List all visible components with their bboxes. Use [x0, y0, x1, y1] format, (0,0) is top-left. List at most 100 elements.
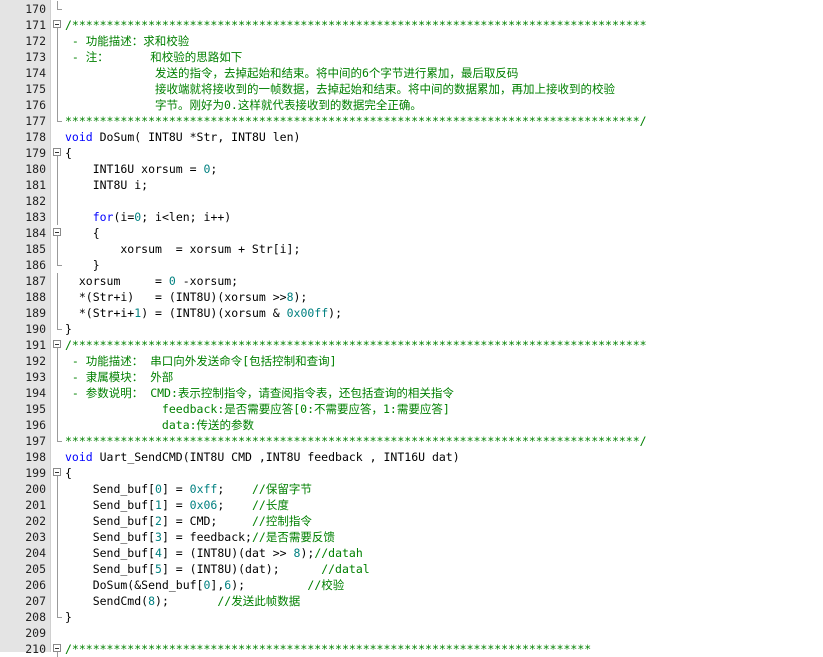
fold-guide-line	[52, 305, 63, 321]
code-token	[65, 210, 93, 224]
code-token: (i=	[113, 210, 135, 224]
code-comment: ****************************************…	[65, 434, 647, 448]
code-line[interactable]: 175 接收端就将接收到的一帧数据，去掉起始和结束。将中间的数据累加，再加上接收…	[0, 81, 823, 97]
fold-collapse-icon[interactable]	[52, 145, 63, 161]
fold-collapse-icon[interactable]	[52, 465, 63, 481]
code-text: feedback:是否需要应答[0:不需要应答，1:需要应答]	[65, 401, 450, 417]
fold-gutter-empty	[52, 625, 63, 641]
code-number: 0xff	[189, 482, 218, 496]
code-line[interactable]: 187 xorsum = 0 -xorsum;	[0, 273, 823, 289]
code-number: 8	[286, 290, 294, 304]
line-number: 182	[25, 194, 46, 208]
line-number: 201	[25, 498, 46, 512]
fold-collapse-icon[interactable]	[52, 641, 63, 657]
line-number: 206	[25, 578, 46, 592]
code-token: INT16U xorsum =	[65, 162, 204, 176]
code-line[interactable]: 173 - 注： 和校验的思路如下	[0, 49, 823, 65]
code-line[interactable]: 207 SendCmd(8); //发送此帧数据	[0, 593, 823, 609]
code-line[interactable]: 200 Send_buf[0] = 0xff; //保留字节	[0, 481, 823, 497]
code-line[interactable]: 182	[0, 193, 823, 209]
code-line[interactable]: 192 - 功能描述： 串口向外发送命令[包括控制和查询]	[0, 353, 823, 369]
fold-gutter-empty	[52, 129, 63, 145]
code-token: Send_buf[	[65, 546, 156, 560]
code-line[interactable]: 180 INT16U xorsum = 0;	[0, 161, 823, 177]
code-line[interactable]: 174 发送的指令，去掉起始和结束。将中间的6个字节进行累加，最后取反码	[0, 65, 823, 81]
code-line[interactable]: 185 xorsum = xorsum + Str[i];	[0, 241, 823, 257]
line-number: 183	[25, 210, 46, 224]
code-line[interactable]: 210/************************************…	[0, 641, 823, 657]
code-line[interactable]: 199{	[0, 465, 823, 481]
code-token: DoSum(&Send_buf[	[65, 578, 204, 592]
code-token: ] = feedback;	[161, 530, 252, 544]
code-comment: - 参数说明： CMD:表示控制指令，请查阅指令表，还包括查询的相关指令	[65, 386, 454, 400]
code-text: data:传送的参数	[65, 417, 254, 433]
fold-guide-line	[52, 161, 63, 177]
code-line[interactable]: 208}	[0, 609, 823, 625]
code-line[interactable]: 183 for(i=0; i<len; i++)	[0, 209, 823, 225]
code-line[interactable]: 193 - 隶属模块： 外部	[0, 369, 823, 385]
code-line[interactable]: 197*************************************…	[0, 433, 823, 449]
code-text: Send_buf[5] = (INT8U)(dat); //datal	[65, 561, 370, 577]
code-text: {	[65, 145, 72, 161]
code-token: Send_buf[	[65, 498, 156, 512]
code-text: Send_buf[0] = 0xff; //保留字节	[65, 481, 312, 497]
code-line[interactable]: 172 - 功能描述：求和校验	[0, 33, 823, 49]
line-number: 173	[25, 50, 46, 64]
code-line[interactable]: 209	[0, 625, 823, 641]
fold-guide-line	[52, 49, 63, 65]
line-number: 176	[25, 98, 46, 112]
code-line[interactable]: 184 {	[0, 225, 823, 241]
code-text: xorsum = xorsum + Str[i];	[65, 241, 300, 257]
code-line[interactable]: 191/************************************…	[0, 337, 823, 353]
code-text: ****************************************…	[65, 113, 647, 129]
code-number: 5	[155, 562, 162, 576]
fold-guide-line	[52, 561, 63, 577]
fold-collapse-icon[interactable]	[52, 17, 63, 33]
code-line[interactable]: 195 feedback:是否需要应答[0:不需要应答，1:需要应答]	[0, 401, 823, 417]
code-line[interactable]: 206 DoSum(&Send_buf[0],6); //校验	[0, 577, 823, 593]
code-token: ],	[210, 578, 225, 592]
fold-collapse-icon[interactable]	[52, 225, 63, 241]
code-token: -xorsum;	[175, 274, 239, 288]
code-line[interactable]: 188 *(Str+i) = (INT8U)(xorsum >>8);	[0, 289, 823, 305]
code-line[interactable]: 190}	[0, 321, 823, 337]
line-number: 193	[25, 370, 46, 384]
code-line[interactable]: 186 }	[0, 257, 823, 273]
code-line[interactable]: 189 *(Str+i+1) = (INT8U)(xorsum & 0x00ff…	[0, 305, 823, 321]
code-token: INT8U i;	[65, 178, 149, 192]
fold-guide-line	[52, 529, 63, 545]
code-line[interactable]: 194 - 参数说明： CMD:表示控制指令，请查阅指令表，还包括查询的相关指令	[0, 385, 823, 401]
code-line[interactable]: 181 INT8U i;	[0, 177, 823, 193]
code-text: *(Str+i+1) = (INT8U)(xorsum & 0x00ff);	[65, 305, 342, 321]
code-token: ] =	[161, 482, 190, 496]
code-text: 接收端就将接收到的一帧数据，去掉起始和结束。将中间的数据累加，再加上接收到的校验	[65, 81, 615, 97]
code-line[interactable]: 203 Send_buf[3] = feedback;//是否需要反馈	[0, 529, 823, 545]
code-line[interactable]: 201 Send_buf[1] = 0x06; //长度	[0, 497, 823, 513]
code-line[interactable]: 196 data:传送的参数	[0, 417, 823, 433]
fold-guide-line	[52, 241, 63, 257]
fold-end-marker	[52, 113, 63, 129]
code-token: {	[65, 146, 72, 160]
line-number: 200	[25, 482, 46, 496]
code-line[interactable]: 176 字节。刚好为0.这样就代表接收到的数据完全正确。	[0, 97, 823, 113]
code-line[interactable]: 177*************************************…	[0, 113, 823, 129]
code-comment: //发送此帧数据	[217, 594, 301, 608]
code-line[interactable]: 202 Send_buf[2] = CMD; //控制指令	[0, 513, 823, 529]
code-number: 0x06	[189, 498, 218, 512]
code-line[interactable]: 170	[0, 1, 823, 17]
line-number: 189	[25, 306, 46, 320]
line-number: 190	[25, 322, 46, 336]
code-text: }	[65, 321, 72, 337]
code-token: Uart_SendCMD(INT8U CMD ,INT8U feedback ,…	[92, 450, 460, 464]
line-number: 195	[25, 402, 46, 416]
code-line[interactable]: 204 Send_buf[4] = (INT8U)(dat >> 8);//da…	[0, 545, 823, 561]
code-text: /***************************************…	[65, 337, 647, 353]
code-line[interactable]: 205 Send_buf[5] = (INT8U)(dat); //datal	[0, 561, 823, 577]
code-line[interactable]: 179{	[0, 145, 823, 161]
code-token: ;	[217, 498, 252, 512]
fold-collapse-icon[interactable]	[52, 337, 63, 353]
code-line[interactable]: 171/************************************…	[0, 17, 823, 33]
line-number: 204	[25, 546, 46, 560]
